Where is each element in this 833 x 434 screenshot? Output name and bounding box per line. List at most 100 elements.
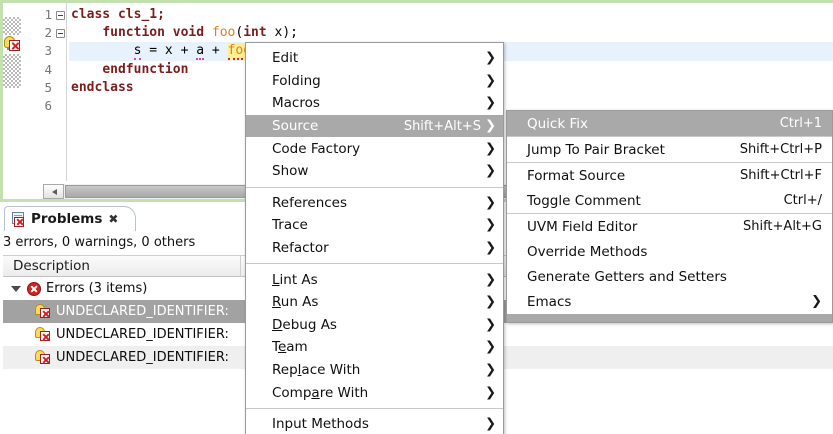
menu-item-label: Emacs [527, 293, 572, 310]
line-number: 5 [44, 79, 52, 95]
submenu-arrow-icon: ❯ [485, 95, 496, 111]
submenu-arrow-icon: ❯ [485, 294, 496, 310]
column-resize-handle[interactable] [240, 255, 241, 277]
quickfix-error-icon [35, 327, 52, 342]
row-label: UNDECLARED_IDENTIFIER: [56, 327, 229, 342]
code-token: endfunction [102, 61, 189, 77]
menu-item-emacs[interactable]: Emacs ❯ [507, 289, 832, 314]
menu-item-label: Folding [272, 72, 321, 89]
code-token: x); [266, 25, 299, 41]
menu-item-label: Quick Fix [527, 115, 588, 132]
submenu-footer [507, 314, 832, 322]
code-token: cls_1; [117, 7, 165, 22]
error-icon [27, 281, 41, 296]
menu-separator [507, 136, 832, 137]
menu-item-references[interactable]: References❯ [246, 192, 503, 215]
gutter-hatch-decoration [3, 17, 21, 35]
quickfix-error-icon[interactable] [4, 36, 21, 52]
expand-collapse-icon[interactable] [9, 281, 25, 297]
code-line[interactable]: function void foo(int x); [69, 24, 833, 42]
menu-separator [507, 162, 832, 163]
menu-item-toggle-comment[interactable]: Toggle Comment Ctrl+/ [507, 188, 832, 213]
code-line[interactable]: endfunction [69, 61, 833, 79]
menu-item-label: Replace With [272, 362, 361, 379]
menu-item-refactor[interactable]: Refactor❯ [246, 237, 503, 260]
fold-toggle-icon[interactable] [56, 11, 65, 20]
menu-item-team[interactable]: Team❯ [246, 336, 503, 359]
menu-item-label: Jump To Pair Bracket [527, 141, 665, 158]
menu-item-folding[interactable]: Folding❯ [246, 70, 503, 93]
menu-item-label: Compare With [272, 384, 369, 401]
close-icon[interactable]: ✖ [108, 212, 119, 226]
menu-item-replace-with[interactable]: Replace With❯ [246, 359, 503, 382]
menu-item-label: Override Methods [527, 243, 648, 260]
submenu-arrow-icon: ❯ [485, 163, 496, 179]
menu-item-label: Toggle Comment [527, 192, 641, 209]
code-line[interactable]: endclass [69, 79, 833, 97]
fold-toggle-icon[interactable] [56, 29, 65, 39]
menu-item-trace[interactable]: Trace❯ [246, 214, 503, 237]
menu-item-edit[interactable]: Edit❯ [246, 47, 503, 70]
menu-item-label: Show [272, 163, 309, 180]
menu-item-compare-with[interactable]: Compare With❯ [246, 381, 503, 404]
menu-item-input-methods[interactable]: Input Methods❯ [246, 413, 503, 434]
menu-item-run-as[interactable]: Run As❯ [246, 291, 503, 314]
code-token: ( [235, 25, 244, 41]
code-token: endclass [71, 79, 134, 95]
menu-item-label: Source [272, 118, 319, 135]
problems-group-row[interactable]: Errors (3 items) [3, 277, 833, 300]
code-token: int [243, 25, 267, 41]
problems-icon [11, 211, 27, 227]
quickfix-error-icon [35, 350, 52, 365]
line-number: 1 [21, 6, 65, 24]
submenu-arrow-icon: ❯ [485, 272, 496, 288]
tab-problems[interactable]: Problems ✖ [4, 206, 136, 231]
line-number: 2 [21, 24, 65, 42]
menu-item-generate-getters-and-setters[interactable]: Generate Getters and Setters [507, 264, 832, 289]
row-label: Errors (3 items) [46, 281, 148, 296]
menu-separator [246, 263, 503, 265]
menu-item-label: Debug As [272, 316, 337, 333]
menu-item-show[interactable]: Show ❯ [246, 160, 503, 183]
menu-item-label: Lint As [272, 271, 318, 288]
menu-item-override-methods[interactable]: Override Methods [507, 239, 832, 264]
code-token [110, 7, 118, 22]
menu-item-code-factory[interactable]: Code Factory ❯ [246, 137, 503, 160]
gutter-hatch-decoration [3, 54, 21, 88]
tasks-icon [135, 211, 151, 227]
menu-item-shortcut: Ctrl+/ [783, 193, 822, 208]
problems-summary: 3 errors, 0 warnings, 0 others [3, 235, 196, 250]
code-token: class [71, 7, 111, 22]
submenu-arrow-icon: ❯ [485, 217, 496, 233]
menu-item-label: Refactor [272, 240, 329, 257]
quickfix-error-icon [35, 304, 52, 319]
submenu-arrow-icon: ❯ [811, 294, 822, 309]
menu-item-lint-as[interactable]: Lint As ❯ [246, 268, 503, 291]
submenu-arrow-icon: ❯ [485, 195, 496, 211]
table-row[interactable]: UNDECLARED_IDENTIFIER: [3, 323, 833, 346]
menu-item-shortcut: Shift+Alt+G [742, 219, 822, 234]
console-icon [211, 212, 227, 227]
menu-item-debug-as[interactable]: Debug As❯ [246, 314, 503, 337]
menu-item-shortcut: Shift+Alt+S [403, 118, 481, 134]
code-line[interactable]: class cls_1; [69, 6, 833, 24]
editor-annotation-gutter[interactable] [3, 3, 21, 181]
submenu-arrow-icon: ❯ [485, 141, 496, 157]
menu-item-label: Code Factory [272, 140, 361, 157]
gutter-separator [66, 3, 67, 181]
row-label: UNDECLARED_IDENTIFIER: [56, 350, 229, 365]
code-token: s [133, 43, 142, 61]
tab-tasks[interactable]: Tasks [128, 206, 216, 231]
menu-separator [246, 186, 503, 188]
menu-item-macros[interactable]: Macros❯ [246, 92, 503, 115]
code-token [71, 43, 134, 58]
scroll-left-button[interactable] [43, 184, 64, 199]
